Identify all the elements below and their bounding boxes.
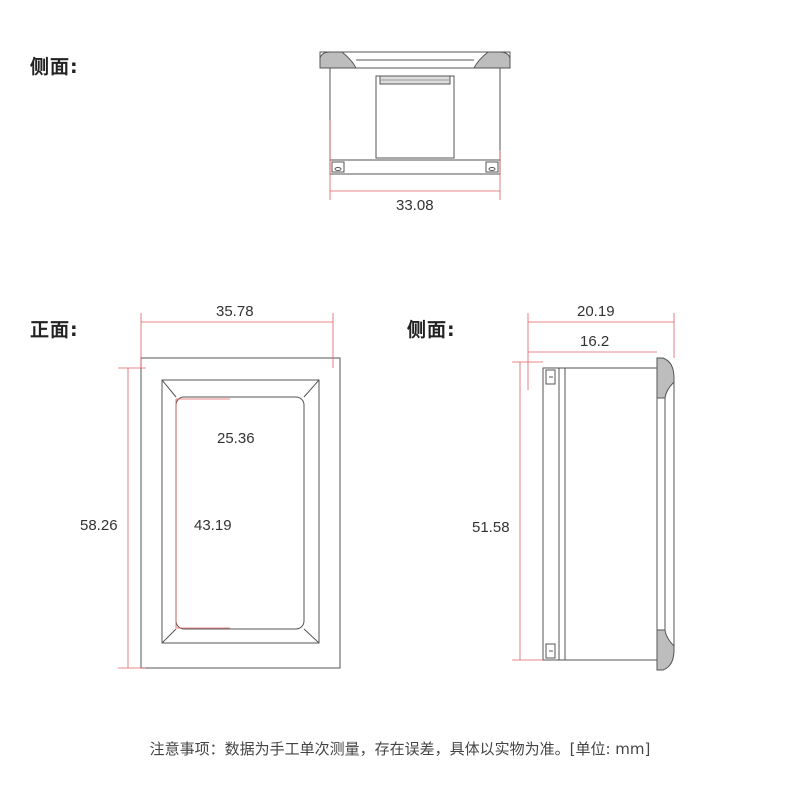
front-height-dimension: 58.26 <box>80 517 118 534</box>
top-side-view-drawing <box>319 51 511 175</box>
right-side-view-label: 侧面: <box>407 319 456 341</box>
right-side-view-drawing <box>542 357 675 671</box>
top-side-view-label: 侧面: <box>30 56 79 78</box>
right-side-depth-dimension: 20.19 <box>577 303 615 320</box>
front-inner-width-dimension: 25.36 <box>217 430 255 447</box>
measurement-note: 注意事项：数据为手工单次测量，存在误差，具体以实物为准。[单位: mm] <box>149 740 651 758</box>
front-inner-height-dimension: 43.19 <box>194 517 232 534</box>
front-dimension-lines <box>118 313 334 669</box>
front-width-dimension: 35.78 <box>216 303 254 320</box>
top-side-dimension-lines <box>329 120 501 200</box>
front-view-label: 正面: <box>30 319 79 341</box>
top-side-width-dimension: 33.08 <box>396 197 434 214</box>
front-view-drawing <box>140 357 341 669</box>
right-side-inner-depth-dimension: 16.2 <box>580 333 610 350</box>
right-side-dimension-lines <box>512 313 675 661</box>
right-side-height-dimension: 51.58 <box>472 519 510 536</box>
